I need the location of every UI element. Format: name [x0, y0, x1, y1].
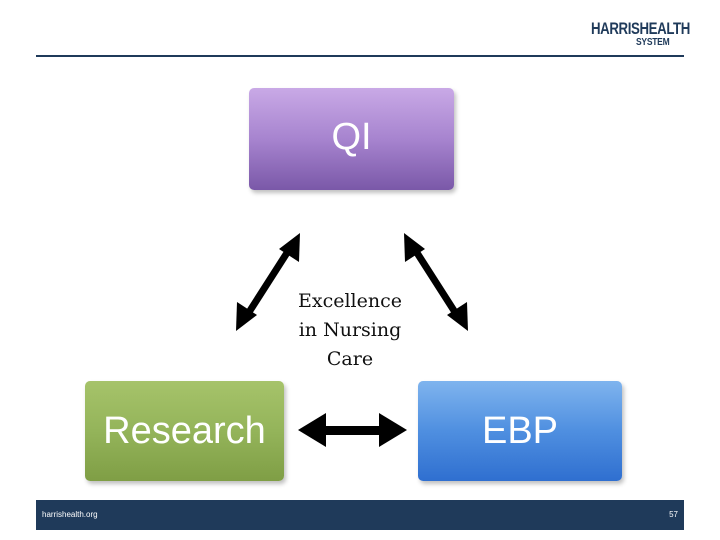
research-node-label: Research — [103, 409, 266, 452]
qi-node: QI — [249, 88, 454, 190]
footer-website: harrishealth.org — [42, 510, 98, 519]
arrow-qi-ebp — [404, 233, 468, 331]
qi-node-label: QI — [331, 116, 372, 158]
logo-subtitle: SYSTEM — [636, 37, 670, 48]
arrow-research-ebp — [298, 413, 407, 447]
arrow-qi-research — [236, 233, 300, 331]
logo-brand-part1: HARRIS — [591, 19, 640, 38]
center-caption: Excellence in Nursing Care — [270, 287, 430, 374]
research-node: Research — [85, 381, 284, 481]
logo-brand-part2: HEALTH — [639, 19, 690, 38]
ebp-node: EBP — [418, 381, 622, 481]
center-caption-line-1: Excellence — [298, 290, 402, 312]
center-caption-line-3: Care — [326, 348, 374, 370]
header-divider — [36, 55, 684, 57]
logo-wordmark: HARRISHEALTH — [591, 20, 690, 38]
ebp-node-label: EBP — [481, 409, 559, 452]
page-number: 57 — [669, 510, 678, 519]
footer-bar: harrishealth.org 57 — [36, 500, 684, 530]
harris-health-logo: HARRISHEALTH SYSTEM — [591, 20, 691, 50]
center-caption-line-2: in Nursing — [298, 319, 402, 341]
